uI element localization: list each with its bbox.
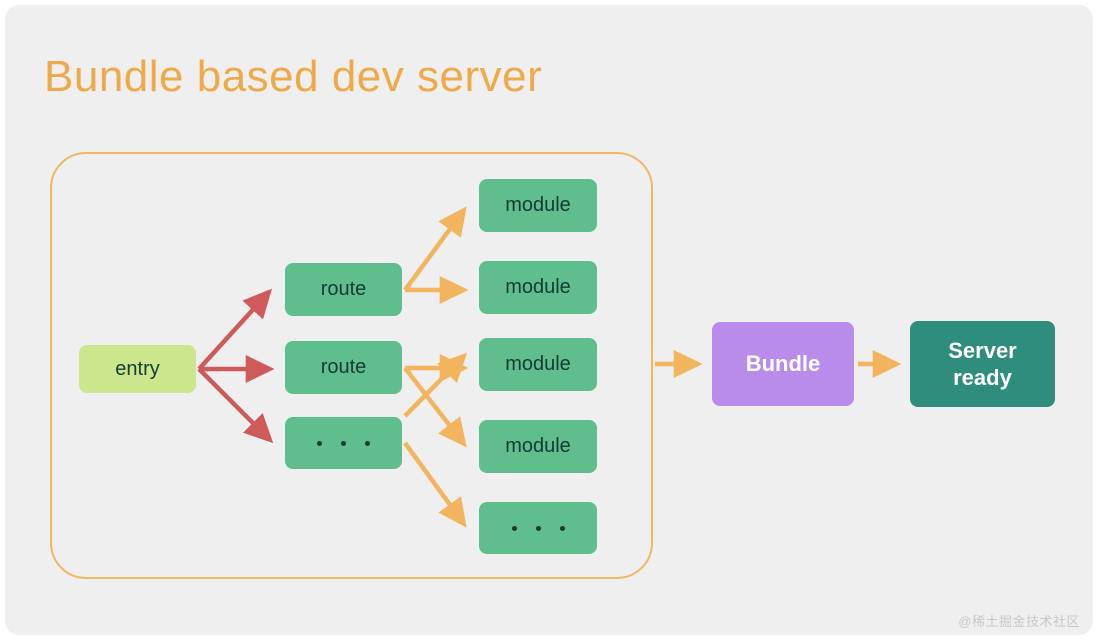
page-title: Bundle based dev server [44, 52, 543, 101]
node-server-ready-label: Server ready [948, 337, 1017, 392]
node-route-1[interactable]: route [285, 263, 402, 316]
node-module-1[interactable]: module [479, 179, 597, 232]
node-module-3[interactable]: module [479, 338, 597, 391]
node-server-ready[interactable]: Server ready [910, 321, 1055, 407]
node-server-ready-line1: Server [948, 337, 1017, 363]
node-route-1-label: route [320, 278, 367, 300]
node-entry-label: entry [115, 357, 160, 380]
ellipsis-icon [511, 525, 565, 531]
node-route-2[interactable]: route [285, 341, 402, 394]
node-module-2-label: module [505, 276, 571, 298]
node-bundle[interactable]: Bundle [712, 322, 854, 406]
bundling-graph-frame [50, 152, 653, 579]
node-module-ellipsis[interactable] [479, 502, 597, 554]
node-module-1-label: module [505, 194, 571, 216]
node-entry[interactable]: entry [79, 345, 196, 393]
node-module-4[interactable]: module [479, 420, 597, 473]
watermark: @稀土掘金技术社区 [958, 614, 1080, 629]
node-module-2[interactable]: module [479, 261, 597, 314]
node-route-2-label: route [320, 356, 367, 378]
node-bundle-label: Bundle [745, 351, 821, 377]
ellipsis-icon [317, 440, 370, 446]
node-route-ellipsis[interactable] [285, 417, 402, 469]
node-server-ready-line2: ready [953, 365, 1012, 390]
node-module-3-label: module [505, 353, 571, 375]
node-module-4-label: module [505, 435, 571, 457]
